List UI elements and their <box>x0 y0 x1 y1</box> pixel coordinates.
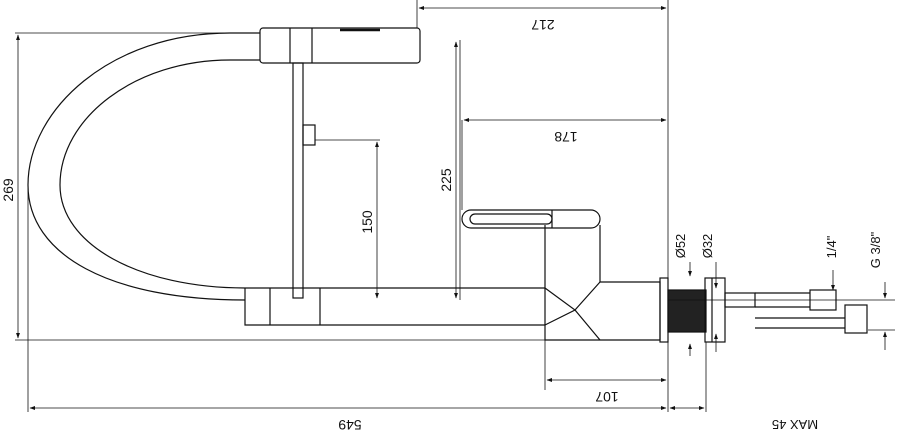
label-217: 217 <box>531 17 555 33</box>
hose-inner-arc <box>59 59 260 289</box>
label-107: 107 <box>595 389 619 405</box>
dimension-labels: 217 178 269 225 150 107 549 MAX 45 Ø52 Ø… <box>0 17 883 430</box>
guide-knob <box>302 124 316 146</box>
label-269: 269 <box>0 178 16 202</box>
faucet-outline <box>27 27 868 343</box>
label-d52: Ø52 <box>673 234 688 259</box>
base-flange <box>659 277 669 343</box>
lever-handle <box>461 209 601 229</box>
dimension-lines <box>15 0 895 412</box>
guide-bar <box>292 62 304 299</box>
label-225: 225 <box>438 168 454 192</box>
label-150: 150 <box>359 210 375 234</box>
hose-outer-arc <box>27 32 260 301</box>
main-body <box>544 225 661 341</box>
label-g38: G 3/8" <box>868 231 883 268</box>
label-max45: MAX 45 <box>772 417 818 430</box>
threaded-shank <box>667 289 707 333</box>
label-178: 178 <box>554 129 578 145</box>
label-quarter-inch: 1/4" <box>824 235 839 258</box>
spray-head <box>259 27 421 64</box>
lower-spout <box>244 288 545 326</box>
label-549: 549 <box>338 417 362 430</box>
nut <box>704 277 726 343</box>
label-d32: Ø32 <box>700 234 715 259</box>
